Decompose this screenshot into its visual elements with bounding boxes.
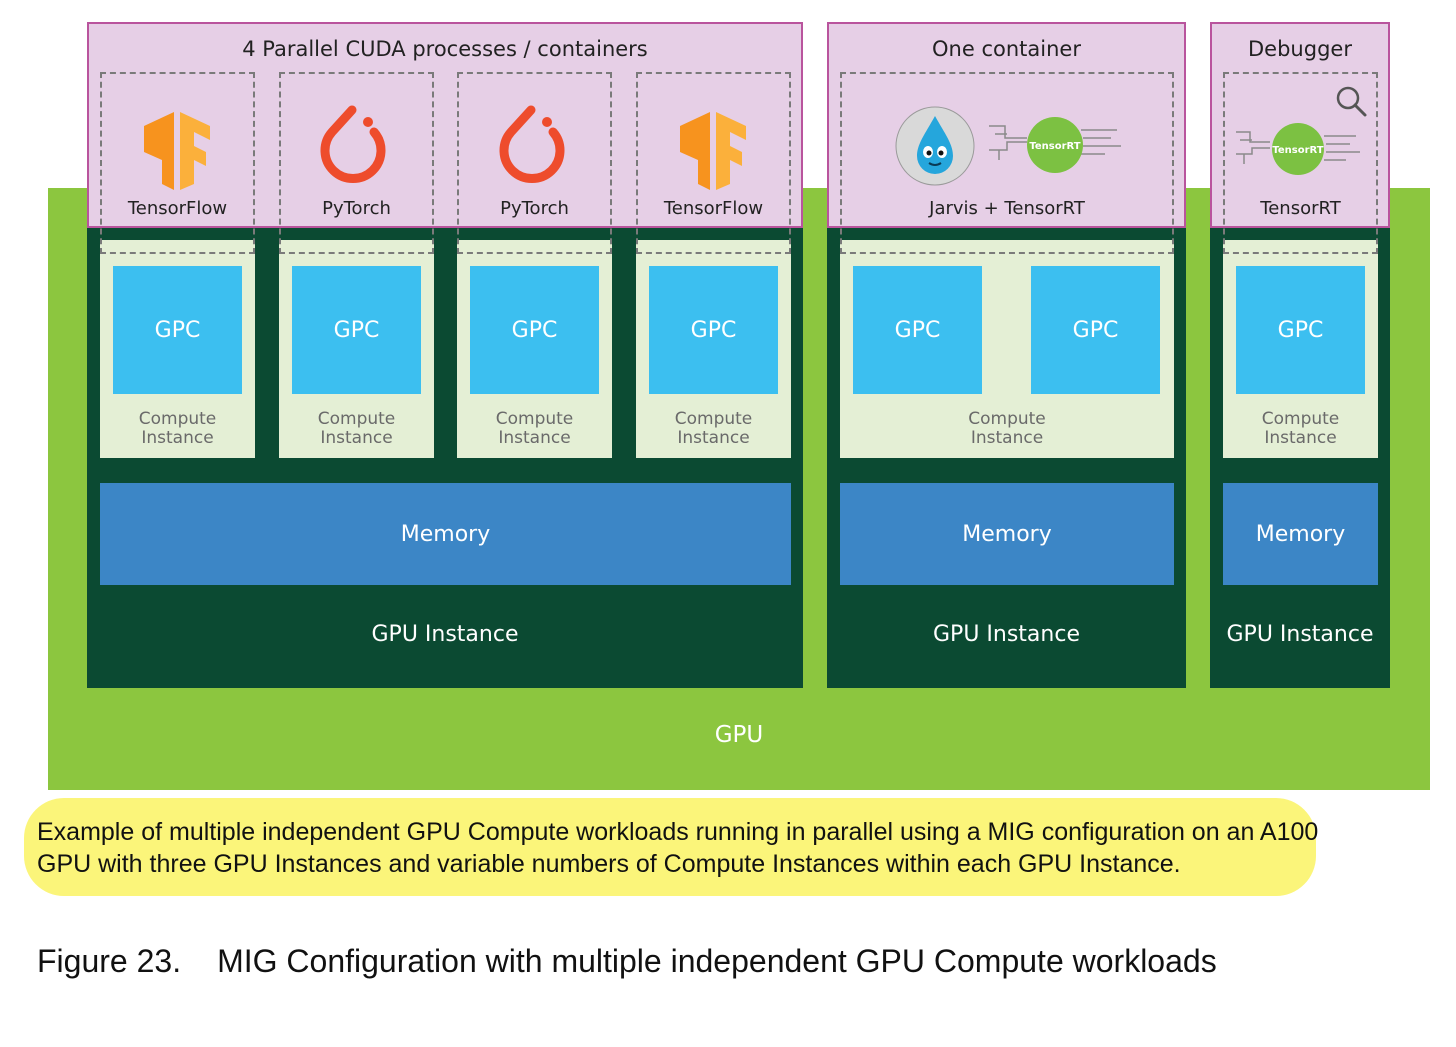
gpc-block: GPC (1236, 266, 1365, 394)
workload-label: PyTorch (500, 198, 569, 219)
container-title: One container (932, 37, 1081, 61)
workload-label: TensorRT (1260, 198, 1341, 219)
tensorrt-logo-icon: TensorRT (989, 117, 1121, 173)
tensorrt-logo-icon: TensorRT (1236, 123, 1360, 175)
tensorflow-logo-icon (680, 112, 746, 190)
memory-block: Memory (840, 483, 1174, 585)
workload-label: TensorFlow (663, 198, 764, 219)
pytorch-logo-icon (320, 105, 386, 184)
figure-number: Figure 23. (37, 943, 182, 979)
tensorrt-badge: TensorRT (1029, 141, 1080, 152)
process-boundary (100, 72, 255, 254)
jarvis-mascot-icon (895, 106, 975, 186)
gpc-block: GPC (292, 266, 421, 394)
container-one: One container (827, 22, 1186, 228)
workload-label: Jarvis + TensorRT (929, 198, 1085, 219)
figure-title: Figure 23. MIG Configuration with multipl… (37, 942, 1287, 980)
workload-label: TensorFlow (127, 198, 228, 219)
gpc-block: GPC (853, 266, 982, 394)
process-boundary (840, 72, 1174, 254)
gpu-instance-label: GPU Instance (933, 622, 1080, 647)
magnifier-icon (1336, 86, 1367, 117)
pytorch-logo-icon (499, 105, 565, 184)
process-boundary (1223, 72, 1378, 254)
gpc-block: GPC (1031, 266, 1160, 394)
gpc-block: GPC (649, 266, 778, 394)
gpu-instance-label: GPU Instance (371, 622, 519, 647)
gpu-label: GPU (714, 722, 764, 748)
tensorrt-badge: TensorRT (1272, 145, 1323, 156)
container-title: Debugger (1248, 37, 1352, 61)
process-boundary (279, 72, 434, 254)
memory-block: Memory (1223, 483, 1378, 585)
process-boundary (636, 72, 791, 254)
memory-block: Memory (100, 483, 791, 585)
tensorflow-logo-icon (144, 112, 210, 190)
process-boundary (457, 72, 612, 254)
figure-caption: Example of multiple independent GPU Comp… (37, 818, 1319, 878)
caption-highlight (24, 798, 1316, 896)
gpu-instance-label: GPU Instance (1226, 622, 1374, 647)
figure-title-text: MIG Configuration with multiple independ… (217, 943, 1217, 979)
gpc-block: GPC (113, 266, 242, 394)
container-title: 4 Parallel CUDA processes / containers (242, 37, 648, 61)
workload-label: PyTorch (322, 198, 391, 219)
gpc-block: GPC (470, 266, 599, 394)
